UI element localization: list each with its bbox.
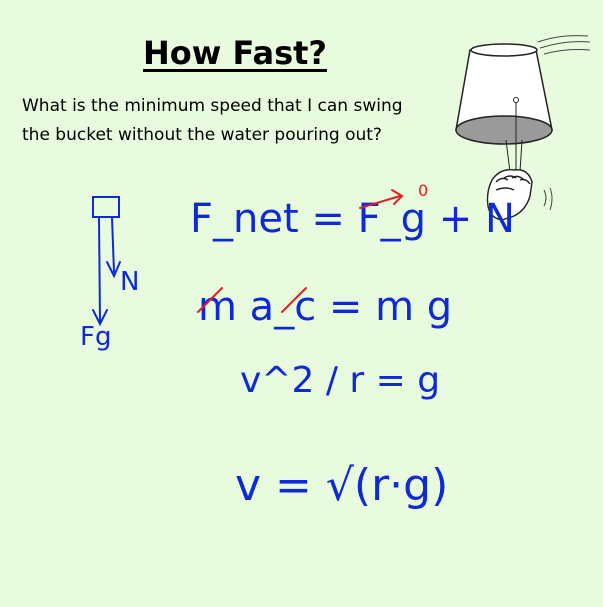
question-text: What is the minimum speed that I can swi… (22, 92, 462, 150)
free-body-diagram (92, 196, 121, 327)
question-line-1: What is the minimum speed that I can swi… (22, 96, 403, 116)
gravity-arrow (98, 217, 101, 323)
gravity-force-label: Fg (80, 322, 111, 352)
bucket-swing-illustration (455, 35, 591, 220)
equation-speed: v = √(r·g) (235, 460, 448, 511)
cancel-marks (197, 189, 404, 313)
cancel-mass-left (197, 287, 223, 313)
equation-ratio: v^2 / r = g (240, 360, 440, 401)
question-line-2: the bucket without the water pouring out… (22, 125, 382, 145)
cancel-mass-right (281, 287, 307, 313)
cancel-normal-force (359, 195, 401, 209)
normal-force-arrow (111, 217, 115, 273)
hand-icon (486, 169, 533, 220)
bucket-icon (455, 43, 553, 170)
object-box (92, 196, 120, 218)
zero-annotation: 0 (418, 181, 428, 200)
equation-centripetal: m a_c = m g (198, 284, 452, 330)
normal-force-label: N (120, 267, 139, 297)
motion-lines-icon (537, 35, 591, 55)
slide-title: How Fast? (143, 34, 327, 72)
